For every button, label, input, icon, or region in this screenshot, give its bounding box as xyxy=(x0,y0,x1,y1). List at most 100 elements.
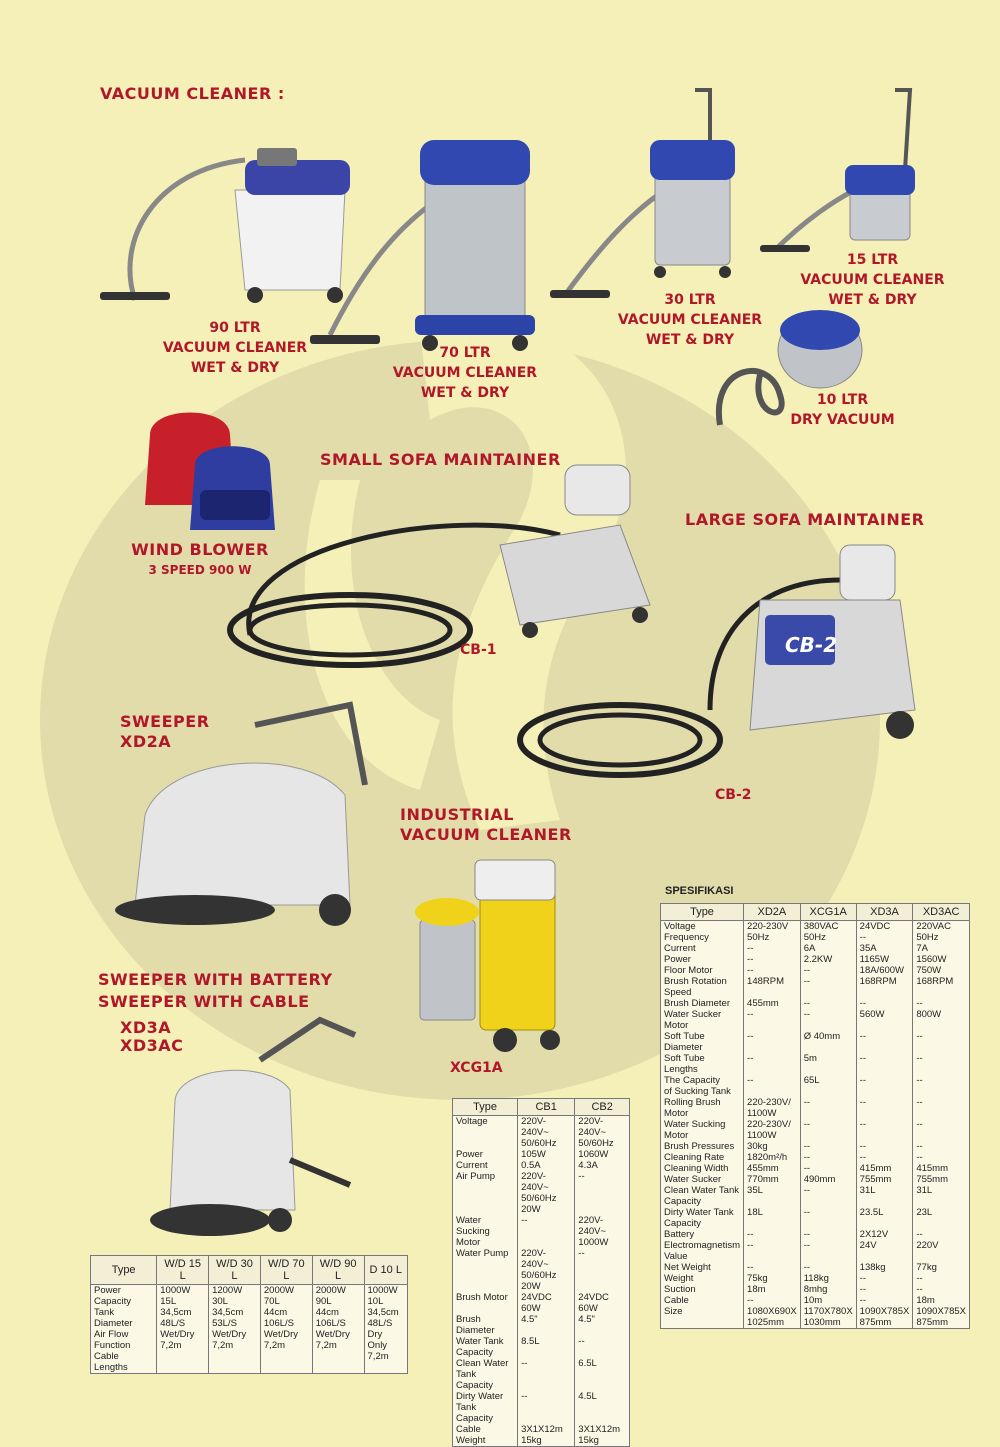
table-cell: Water Sucker Motor xyxy=(659,1009,745,1031)
table-cell: 3X1X12m xyxy=(574,1424,630,1435)
table-cell: Cable xyxy=(659,1295,745,1306)
column-header: CB1 xyxy=(517,1098,576,1116)
table-row: Power Capacity Tank Diameter Air Flow Fu… xyxy=(89,1284,409,1374)
table-cell: -- xyxy=(855,1273,914,1284)
vacuum-30-image xyxy=(550,88,735,298)
table-cell: Net Weight xyxy=(659,1262,745,1273)
table-cell: 24VDC xyxy=(855,920,914,932)
table-row: Cable--10m--18m xyxy=(659,1295,970,1306)
vacuum-90-label: 90 LTR VACUUM CLEANER WET & DRY xyxy=(160,318,310,378)
table-cell: -- xyxy=(912,1053,970,1075)
xcg1a-label: XCG1A xyxy=(450,1060,503,1076)
table-cell: 75kg xyxy=(743,1273,801,1284)
table-cell: -- xyxy=(799,1207,857,1229)
vacuum-70-label: 70 LTR VACUUM CLEANER WET & DRY xyxy=(390,343,540,403)
table-cell: Weight xyxy=(451,1435,519,1447)
table-cell: -- xyxy=(855,1097,914,1119)
table-cell: The Capacity of Sucking Tank xyxy=(659,1075,745,1097)
label-line: WET & DRY xyxy=(420,385,510,401)
cb1-label: CB-1 xyxy=(460,642,497,658)
table-cell: -- xyxy=(799,1009,857,1031)
cb2-label: CB-2 xyxy=(715,787,752,803)
xd3ac-label: XD3AC xyxy=(120,1036,184,1055)
table-cell: -- xyxy=(743,1009,801,1031)
sofa-maintainer-large-image: CB-2 xyxy=(517,544,916,778)
table-cell: 1165W xyxy=(855,954,914,965)
column-header: W/D 30 L xyxy=(208,1255,261,1285)
column-header: W/D 70 L xyxy=(259,1255,313,1285)
table-cell: 1090X785X 875mm xyxy=(855,1306,914,1329)
battery-sweeper-heading: SWEEPER WITH BATTERY xyxy=(98,970,333,989)
table-cell: Soft Tube Diameter xyxy=(659,1031,745,1053)
column-header: XD3A xyxy=(855,903,914,921)
table-cell: 2000W 90L 44cm 106L/S Wet/Dry 7,2m xyxy=(311,1284,365,1374)
table-cell: 50Hz xyxy=(799,932,857,943)
table-cell: Frequency xyxy=(659,932,745,943)
battery-sweeper-image xyxy=(150,1016,357,1236)
table-cell: 220V xyxy=(912,1240,970,1262)
table-cell: 490mm xyxy=(799,1174,857,1185)
table-cell: -- xyxy=(574,1171,630,1215)
table-row: Soft Tube Diameter--Ø 40mm---- xyxy=(659,1031,970,1053)
table-cell: -- xyxy=(912,1284,970,1295)
table-cell: 560W xyxy=(855,1009,914,1031)
table-cell: -- xyxy=(799,1141,857,1152)
table-cell: 8.5L xyxy=(517,1336,576,1358)
label-line: 90 LTR xyxy=(209,320,261,336)
table-cell: 1560W xyxy=(912,954,970,965)
table-cell: -- xyxy=(855,1284,914,1295)
table-cell: 31L xyxy=(912,1185,970,1207)
table-cell: 1060W xyxy=(574,1149,630,1160)
table-cell: 770mm xyxy=(743,1174,801,1185)
table-cell: -- xyxy=(912,1141,970,1152)
table-cell: -- xyxy=(743,1075,801,1097)
heading-line: VACUUM CLEANER xyxy=(400,825,572,844)
label-line: VACUUM CLEANER xyxy=(800,272,945,288)
vacuum-90-image xyxy=(100,148,350,303)
table-cell: -- xyxy=(743,1295,801,1306)
vacuum-spec-table: Type W/D 15 L W/D 30 L W/D 70 L W/D 90 L… xyxy=(89,1255,409,1374)
vacuum-10-image xyxy=(715,310,863,426)
table-cell: -- xyxy=(799,1240,857,1262)
table-cell: Water Tank Capacity xyxy=(451,1336,519,1358)
table-cell: 455mm xyxy=(743,998,801,1009)
table-cell: -- xyxy=(743,1262,801,1273)
table-cell: Power xyxy=(659,954,745,965)
table-cell: 50Hz xyxy=(743,932,801,943)
wind-blower-image xyxy=(145,412,275,530)
label-line: 10 LTR xyxy=(816,392,869,408)
table-cell: 755mm xyxy=(912,1174,970,1185)
table-cell: -- xyxy=(743,965,801,976)
table-cell: -- xyxy=(574,1336,630,1358)
table-cell: Cleaning Width xyxy=(659,1163,745,1174)
table-cell: 1820m²/h xyxy=(743,1152,801,1163)
table-cell: 50Hz xyxy=(912,932,970,943)
table-cell: -- xyxy=(799,998,857,1009)
column-header: W/D 15 L xyxy=(156,1255,210,1285)
table-cell: Air Pump xyxy=(451,1171,519,1215)
label-line: 70 LTR xyxy=(439,345,491,361)
table-cell: 1000W 10L 34,5cm 48L/S Dry Only 7,2m xyxy=(363,1284,409,1374)
table-cell: -- xyxy=(799,965,857,976)
table-cell: 220V-240V~ 50/60Hz xyxy=(574,1115,630,1149)
table-row: Dirty Water Tank Capacity--4.5L xyxy=(451,1391,630,1424)
sofa-maintainer-small-image xyxy=(227,464,651,668)
table-cell: Clean Water Tank Capacity xyxy=(659,1185,745,1207)
table-cell: 10m xyxy=(799,1295,857,1306)
table-cell: Ø 40mm xyxy=(799,1031,857,1053)
